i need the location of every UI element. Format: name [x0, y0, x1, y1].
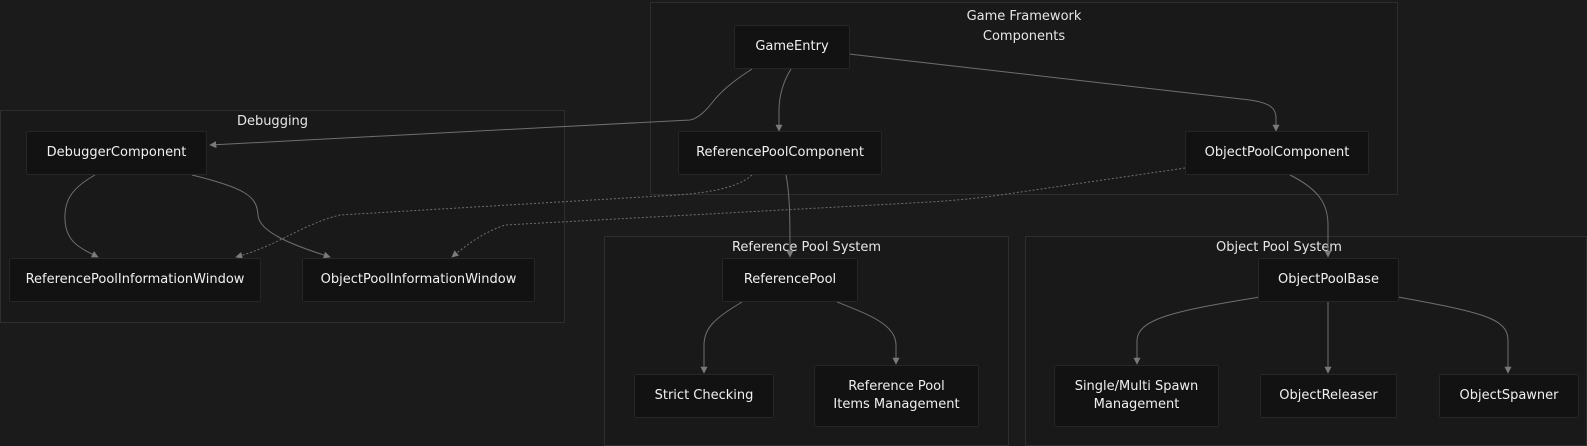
- cluster-label-game-framework: Game Framework Components: [966, 9, 1082, 44]
- node-strict-checking[interactable]: Strict Checking: [634, 374, 774, 418]
- edge-referencepoolcomponent-referencepool: [785, 174, 794, 258]
- edge-debuggercomponent-referencepoolinformationwindow: [64, 174, 99, 258]
- edge-gameentry-referencepoolcomponent: [775, 68, 792, 132]
- node-reference-pool-items-management[interactable]: Reference Pool Items Management: [814, 365, 979, 427]
- edge-referencepool-strictchecking: [700, 301, 743, 374]
- edge-objectpoolbase-objectspawner: [1397, 296, 1512, 374]
- edge-referencepool-itemsmanagement: [836, 301, 900, 365]
- node-reference-pool-information-window[interactable]: ReferencePoolInformationWindow: [9, 258, 261, 302]
- node-object-releaser[interactable]: ObjectReleaser: [1260, 374, 1397, 418]
- node-object-spawner[interactable]: ObjectSpawner: [1439, 374, 1579, 418]
- edge-debuggercomponent-objectpoolinformationwindow: [191, 174, 331, 259]
- edge-referencepoolcomponent-referencepoolinformationwindow: [235, 174, 753, 259]
- node-reference-pool-component[interactable]: ReferencePoolComponent: [678, 131, 882, 175]
- cluster-label-object-pool-system: Object Pool System: [1216, 240, 1342, 255]
- node-debugger-component[interactable]: DebuggerComponent: [26, 131, 207, 175]
- node-object-pool-information-window[interactable]: ObjectPoolInformationWindow: [302, 258, 535, 302]
- edge-gameentry-debuggercomponent: [209, 68, 753, 149]
- node-object-pool-base[interactable]: ObjectPoolBase: [1258, 258, 1399, 302]
- edge-objectpoolbase-singlemultispawn: [1133, 296, 1261, 365]
- edge-objectpoolcomponent-objectpoolinformationwindow: [451, 167, 1186, 258]
- edge-objectpoolcomponent-objectpoolbase: [1289, 174, 1332, 258]
- cluster-label-reference-pool-system: Reference Pool System: [731, 240, 882, 255]
- node-reference-pool[interactable]: ReferencePool: [722, 258, 858, 302]
- node-single-multi-spawn-management[interactable]: Single/Multi Spawn Management: [1054, 365, 1219, 427]
- edge-gameentry-objectpoolcomponent: [848, 53, 1280, 132]
- cluster-label-debugging: Debugging: [236, 114, 309, 129]
- node-game-entry[interactable]: GameEntry: [734, 25, 850, 69]
- node-object-pool-component[interactable]: ObjectPoolComponent: [1185, 131, 1369, 175]
